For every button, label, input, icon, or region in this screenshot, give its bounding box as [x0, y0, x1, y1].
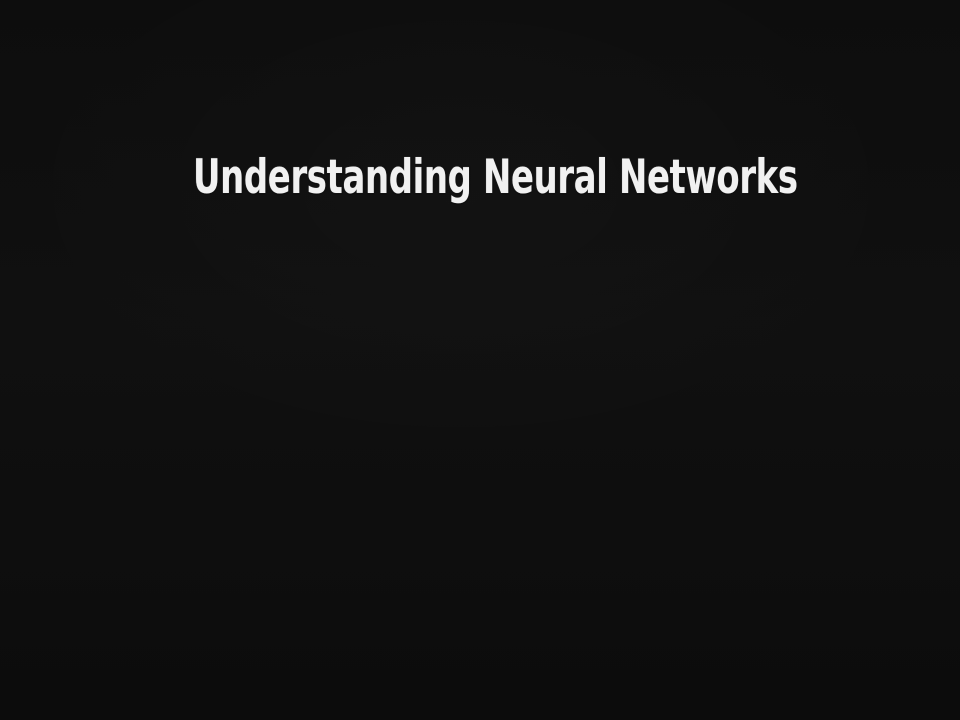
- page-title: Understanding Neural Networks: [193, 150, 798, 205]
- cover-title-block: Understanding Neural Networks: [193, 150, 798, 208]
